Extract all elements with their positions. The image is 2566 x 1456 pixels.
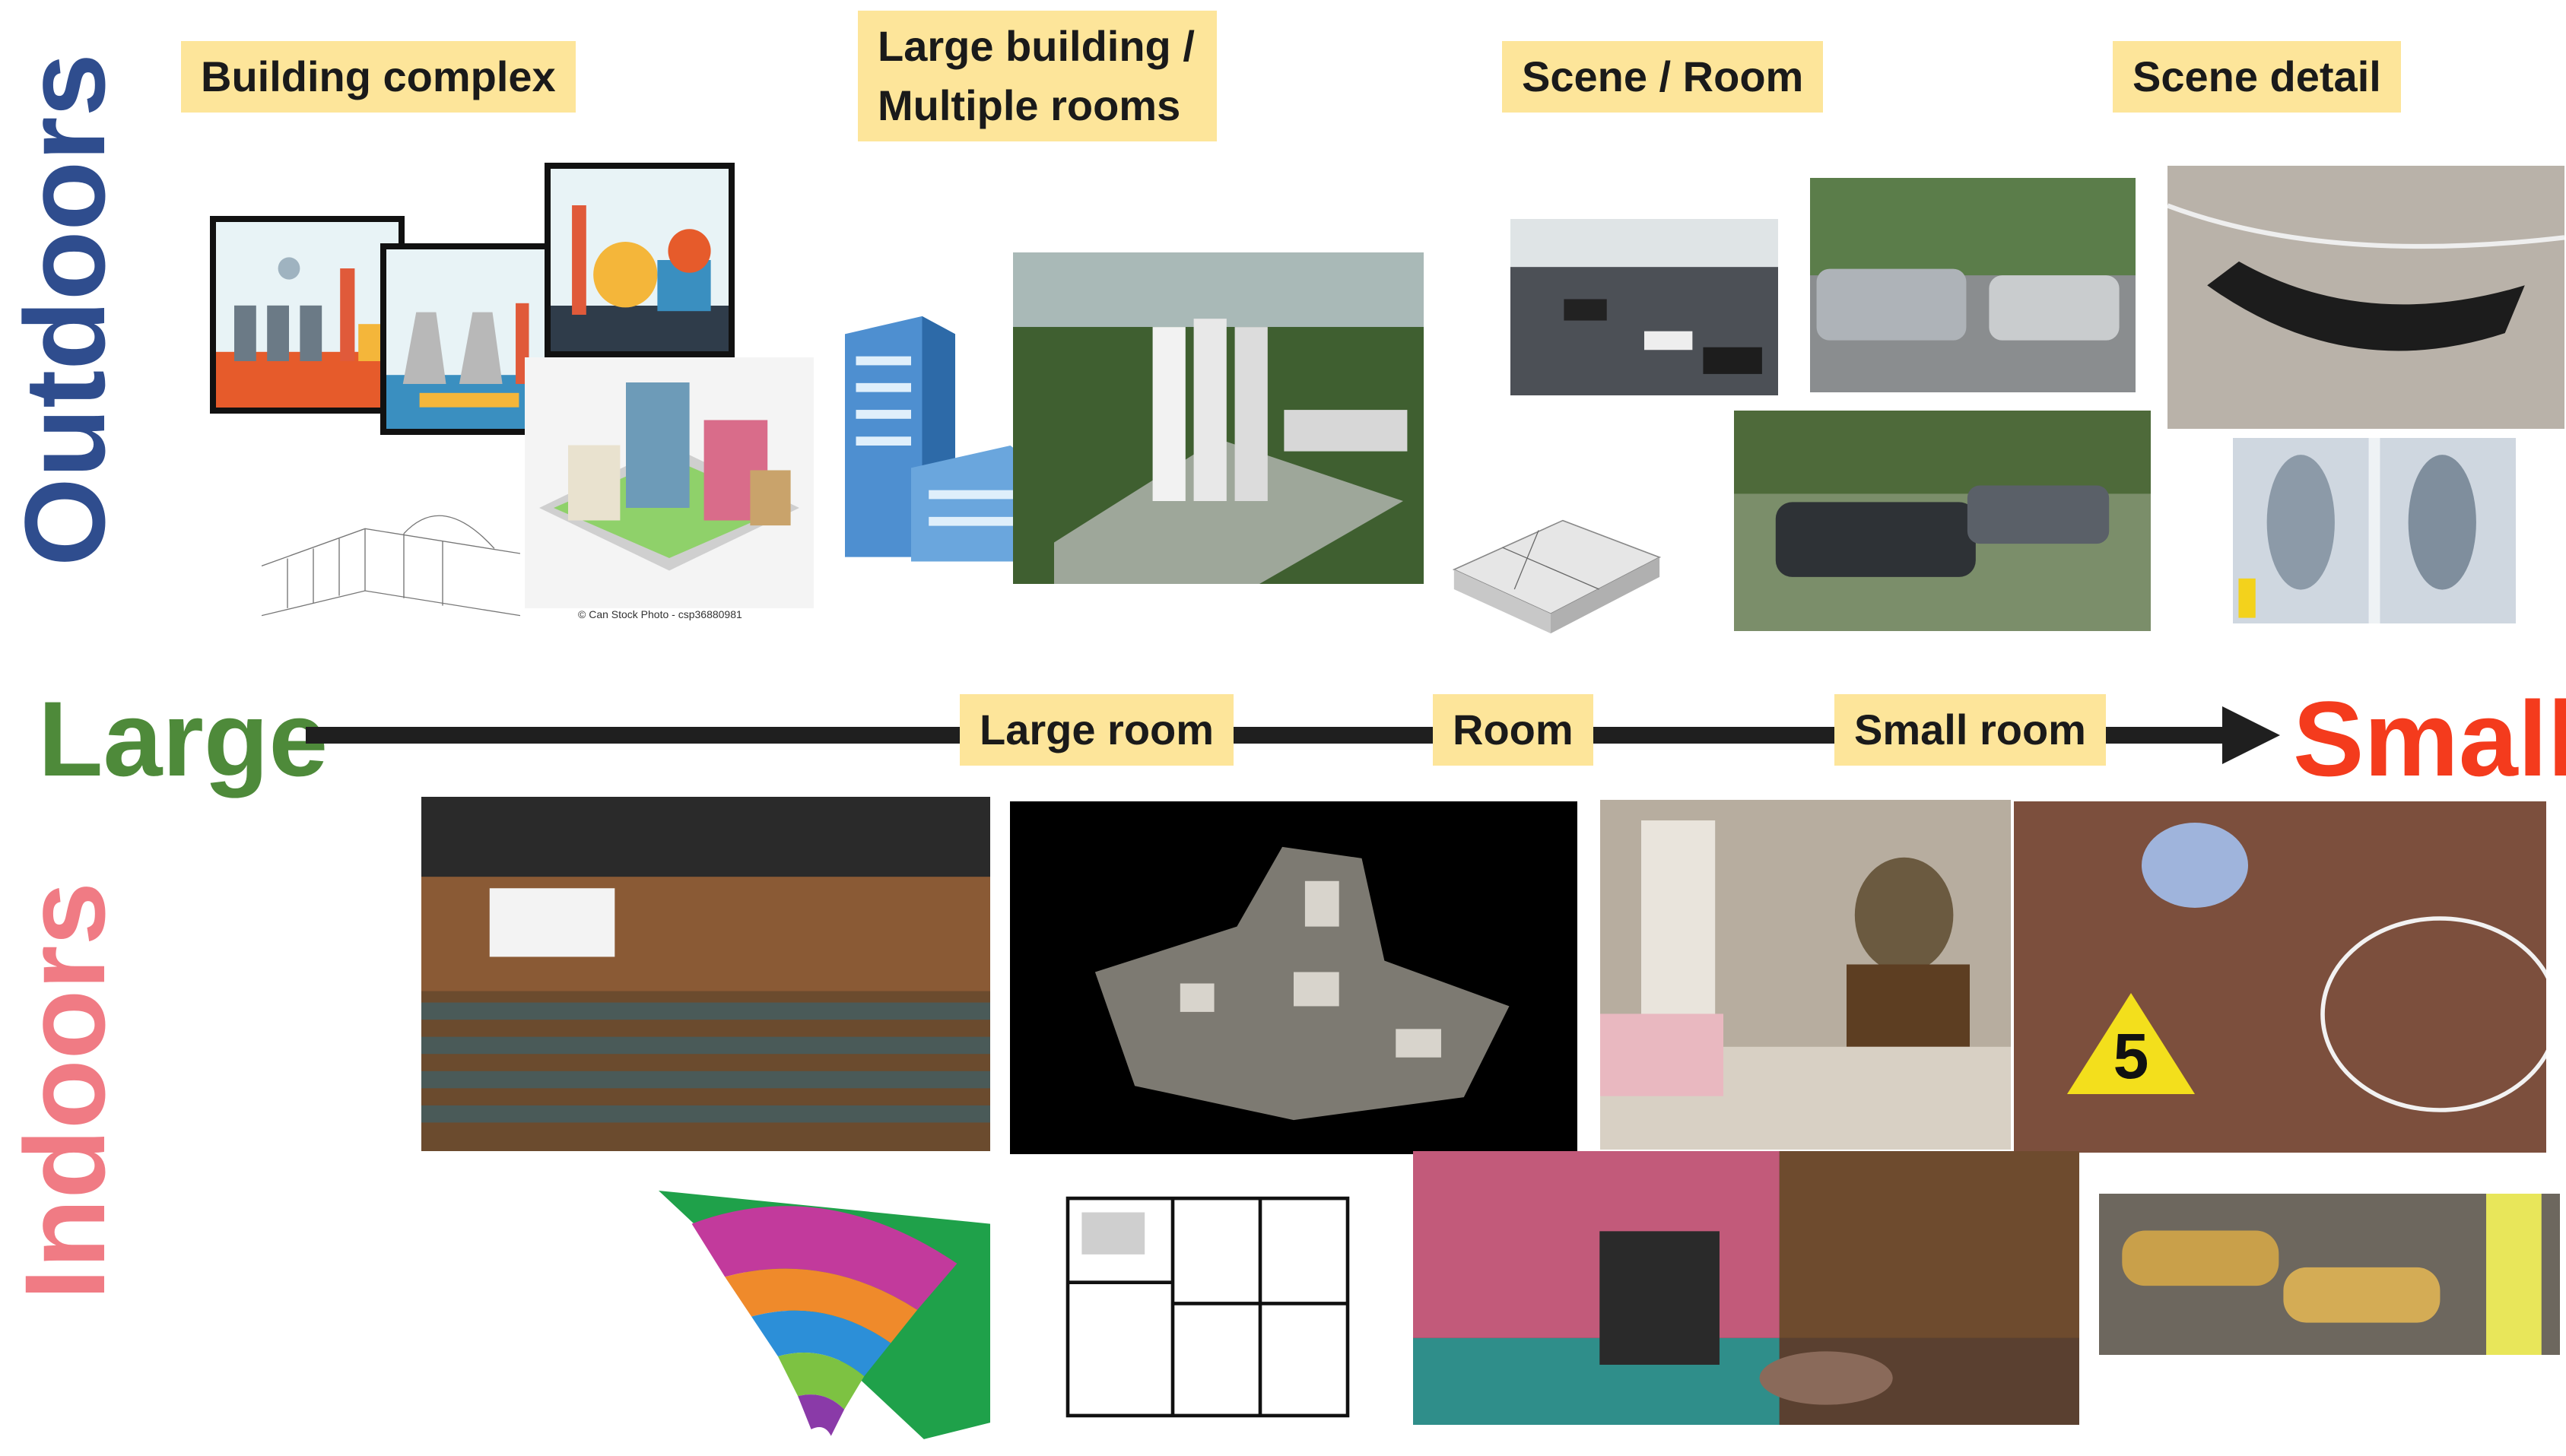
- auditorium-photo: [421, 797, 990, 1151]
- evidence-marker-photo: 5: [2014, 801, 2546, 1153]
- architectural-3d-model: [1430, 471, 1672, 643]
- factory-icon-1: [210, 216, 405, 414]
- size-axis-arrow: [2222, 706, 2280, 764]
- label-scene-room: Scene / Room: [1502, 41, 1824, 113]
- svg-text:5: 5: [2113, 1020, 2149, 1092]
- label-scene-detail: Scene detail: [2113, 41, 2401, 113]
- 3d-point-cloud-floorplan: [1010, 801, 1577, 1154]
- label-room: Room: [1433, 694, 1593, 766]
- damaged-car-photo: [1734, 411, 2151, 631]
- size-axis-line: [306, 727, 2230, 744]
- outdoors-title: Outdoors: [1, 53, 129, 566]
- image-credit: © Can Stock Photo - csp36880981: [578, 608, 742, 620]
- bedroom-crime-scene-photo: [1600, 800, 2011, 1150]
- tire-tread-evidence-photo: [2167, 166, 2564, 429]
- indoors-title: Indoors: [1, 882, 129, 1300]
- label-small-room: Small room: [1834, 694, 2106, 766]
- highway-accident-photo: [1510, 219, 1778, 395]
- wireframe-building-sketch: [262, 479, 520, 628]
- aerial-building-photo: [1013, 252, 1424, 584]
- architectural-floor-plan: [1033, 1163, 1383, 1451]
- axis-large-label: Large: [38, 679, 329, 798]
- car-collision-photo: [1810, 178, 2136, 392]
- label-large-room: Large room: [960, 694, 1234, 766]
- miniature-crime-scene-photo: [1413, 1151, 2079, 1425]
- bullet-casings-evidence-photo: [2099, 1194, 2560, 1355]
- isometric-city-illustration: [525, 357, 814, 608]
- label-large-building: Large building / Multiple rooms: [858, 11, 1217, 141]
- office-building-icon: [823, 312, 1043, 579]
- factory-icon-3: [545, 163, 735, 357]
- axis-small-label: Small: [2293, 679, 2566, 798]
- theater-seating-map: [659, 1191, 990, 1449]
- shoe-print-evidence-photo: [2233, 438, 2516, 623]
- label-building-complex: Building complex: [181, 41, 576, 113]
